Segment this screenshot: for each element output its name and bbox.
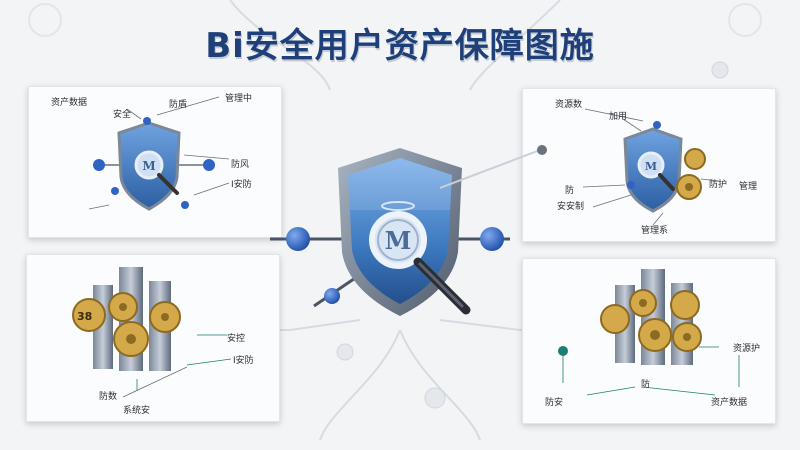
panel-top-left: M 资产数据 安全 防盾 管理中 防风 I安防 [28, 86, 282, 238]
shield-emblem: M [385, 226, 412, 255]
connector-line [440, 145, 547, 189]
label-5: 管理 [739, 182, 758, 192]
label-3: 防安 [545, 398, 564, 408]
shield-gear-icon: M [582, 108, 720, 226]
label-4: 管理中 [225, 94, 253, 104]
label-1: 安控 [227, 334, 246, 344]
label-3: 防盾 [169, 100, 188, 110]
shield-icon: M [88, 96, 230, 211]
label-6: 安安制 [557, 202, 585, 212]
gear-label: 38 [77, 310, 92, 323]
label-7: 管理系 [641, 226, 669, 236]
label-2: 防 [641, 380, 651, 390]
center-shield: M [270, 140, 530, 344]
label-3: 防数 [99, 392, 118, 402]
page-title: Bi安全用户资产保障图施 [205, 26, 595, 66]
panel-bottom-right: 资源护 防 防安 资产数据 [522, 258, 776, 424]
label-5: 防风 [231, 160, 250, 170]
label-4: 防护 [709, 180, 728, 190]
shield-magnifier-icon: M [270, 148, 510, 316]
label-2: 加用 [609, 112, 628, 122]
svg-text:M: M [142, 159, 155, 173]
label-2: 安全 [113, 110, 132, 120]
svg-text:M: M [645, 160, 657, 173]
label-4: 资产数据 [711, 398, 748, 408]
label-6: I安防 [231, 180, 252, 190]
label-1: 资源数 [555, 100, 583, 110]
label-2: I安防 [233, 356, 254, 366]
server-gears-icon [558, 269, 740, 396]
label-1: 资源护 [733, 344, 761, 354]
server-gears-icon: 38 [72, 267, 232, 398]
panel-bottom-left: 38 安控 I安防 防数 系统安 [26, 254, 280, 422]
label-1: 资产数据 [51, 98, 88, 108]
label-4: 系统安 [123, 406, 151, 416]
panel-top-right: M 资源数 加用 防 防护 管理 安安制 管理系 [522, 88, 776, 242]
label-3: 防 [565, 186, 575, 196]
